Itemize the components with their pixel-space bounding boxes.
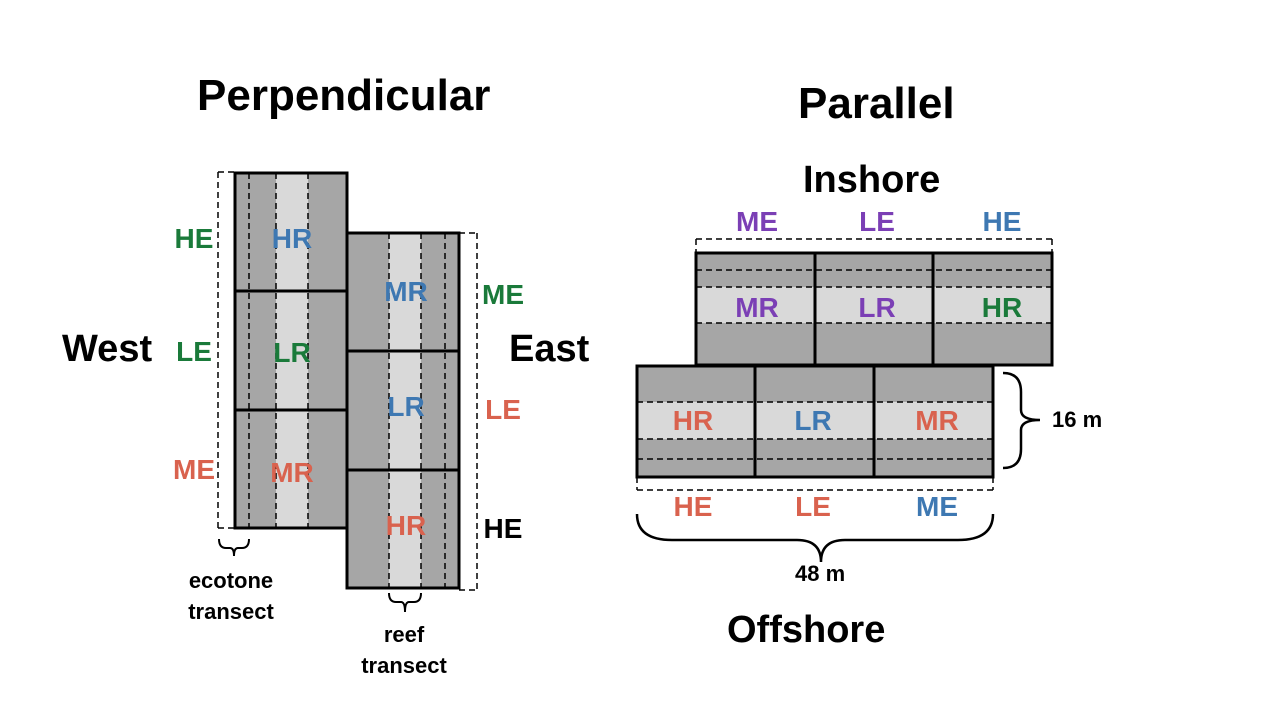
perpendicular-title: Perpendicular xyxy=(197,71,491,120)
left-reef-label: MR xyxy=(270,457,314,488)
east-edge-label: HE xyxy=(483,513,523,544)
reef-transect-label: reef transect xyxy=(361,620,447,682)
reef-brace xyxy=(388,592,422,613)
right-reef-label: MR xyxy=(384,276,428,307)
offshore-label: Offshore xyxy=(727,609,886,651)
inshore-edge-label: HE xyxy=(982,206,1022,237)
parallel-title: Parallel xyxy=(798,79,955,128)
inshore-edge-label: ME xyxy=(736,206,778,237)
inshore-edge-label: LE xyxy=(859,206,895,237)
east-edge-label: LE xyxy=(485,394,521,425)
offshore-edge-label: ME xyxy=(916,491,958,522)
east-label: East xyxy=(509,328,590,370)
height-measure: 16 m xyxy=(1052,407,1103,432)
west-edge-label: HE xyxy=(174,223,214,254)
height-brace xyxy=(1002,371,1041,470)
west-label: West xyxy=(62,328,153,370)
right-reef-label: LR xyxy=(387,391,425,422)
offshore-edge-label: HE xyxy=(673,491,713,522)
width-measure: 48 m xyxy=(795,561,846,586)
left-reef-label: HR xyxy=(271,223,313,254)
width-brace xyxy=(635,513,995,563)
top-reef-label: LR xyxy=(858,292,896,323)
offshore-edge-label: LE xyxy=(795,491,831,522)
west-edge-label: LE xyxy=(176,336,212,367)
left-reef-label: LR xyxy=(273,337,311,368)
right-column xyxy=(345,231,478,591)
top-reef-label: HR xyxy=(981,292,1023,323)
bottom-reef-label: MR xyxy=(915,405,959,436)
ecotone-brace xyxy=(218,538,250,557)
east-edge-label: ME xyxy=(482,279,524,310)
west-edge-label: ME xyxy=(173,454,215,485)
right-reef-label: HR xyxy=(385,510,427,541)
left-column xyxy=(217,171,349,530)
bottom-row xyxy=(635,364,995,491)
reef-label-text: reef transect xyxy=(361,622,447,678)
top-row xyxy=(694,238,1054,367)
top-reef-label: MR xyxy=(735,292,779,323)
ecotone-transect-label: ecotone transect xyxy=(188,566,274,628)
bottom-reef-label: LR xyxy=(794,405,832,436)
inshore-label: Inshore xyxy=(803,159,941,201)
bottom-reef-label: HR xyxy=(672,405,714,436)
ecotone-label-text: ecotone transect xyxy=(188,568,274,624)
